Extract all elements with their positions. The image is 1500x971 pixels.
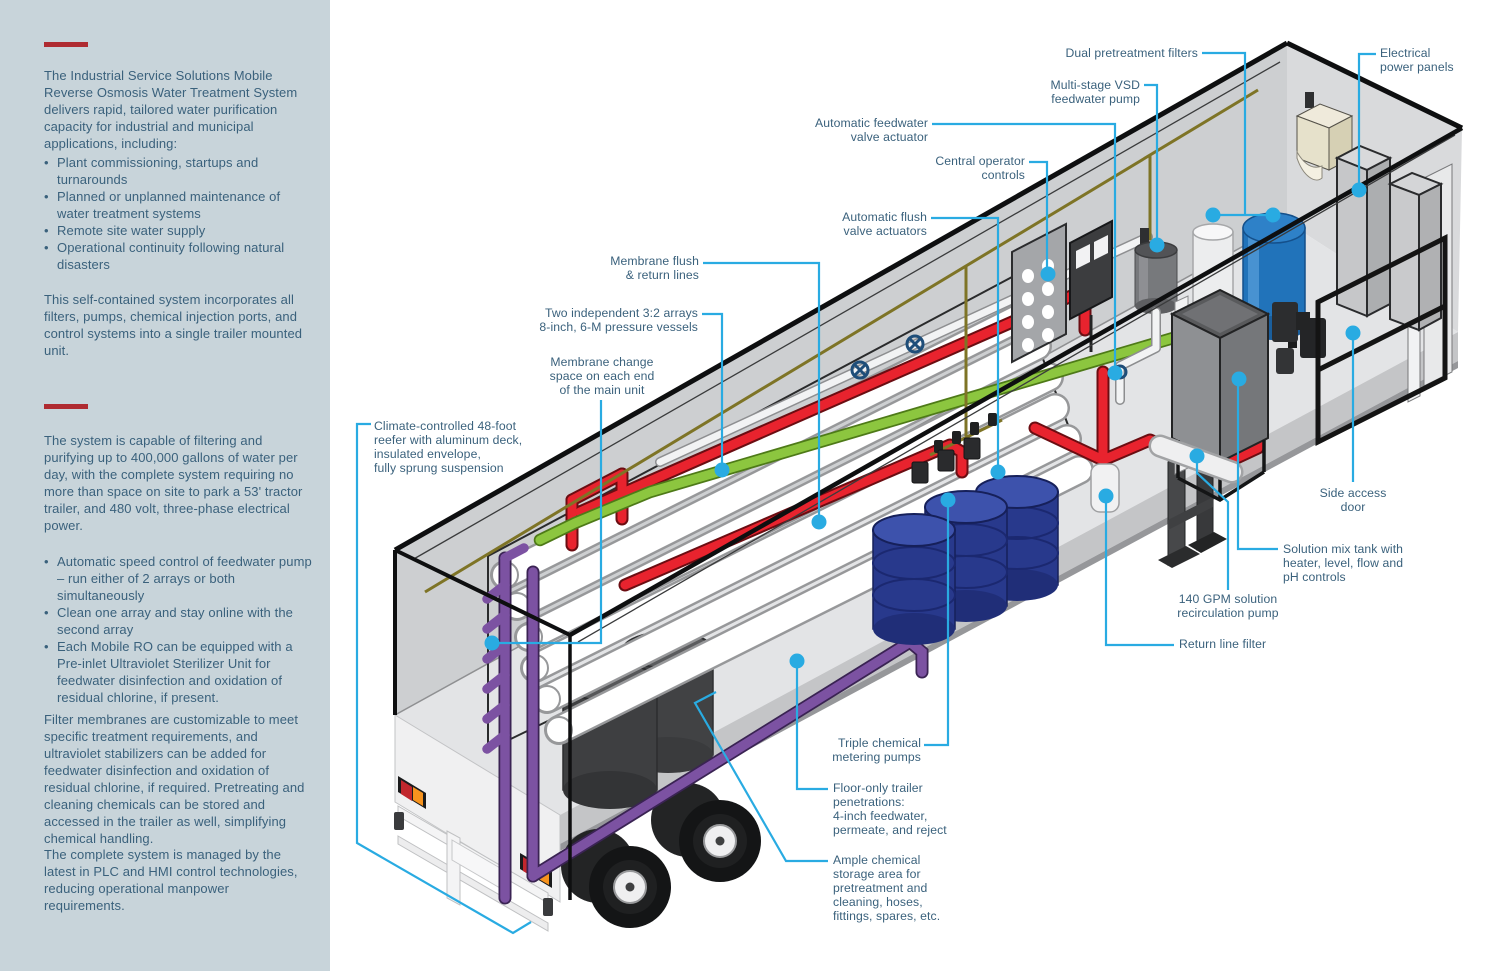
callout-dot (1231, 371, 1247, 387)
list-item: •Each Mobile RO can be equipped with a P… (44, 639, 293, 705)
callout-label-climate-controlled-reefer: Climate-controlled 48-foot reefer with a… (374, 419, 523, 475)
leader-feedwater-valve (932, 122, 1117, 371)
callout-dot (789, 653, 805, 669)
leader-140gpm (1195, 460, 1230, 590)
callout-label-two-arrays: Two independent 3:2 arrays 8-inch, 6-M p… (539, 306, 698, 334)
roof-frame (393, 40, 1464, 900)
callout-label-automatic-flush-valves: Automatic flush valve actuators (842, 210, 927, 238)
leader-ample-storage (693, 691, 828, 863)
callout-dot (940, 492, 956, 508)
callout-label-dual-pretreatment-filters: Dual pretreatment filters (1065, 46, 1198, 60)
conduit-frame (1315, 233, 1448, 447)
callout-label-central-operator-controls: Central operator controls (935, 154, 1025, 182)
callout-label-triple-chemical-pumps: Triple chemical metering pumps (832, 736, 921, 764)
leader-solution-mix (1236, 383, 1278, 551)
callout-dot (1040, 266, 1056, 282)
leader-central-operator (1029, 160, 1049, 272)
list-item: •Remote site water supply (44, 223, 206, 238)
callout-dot (1345, 325, 1361, 341)
bullet-list-applications: •Plant commissioning, startups and turna… (44, 154, 312, 273)
callout-dot (484, 635, 500, 651)
solution-mix-tank (1169, 288, 1271, 503)
callout-label-solution-mix-tank: Solution mix tank with heater, level, fl… (1283, 542, 1404, 584)
leader-multi-stage-vsd (1144, 83, 1159, 243)
list-item: •Automatic speed control of feedwater pu… (44, 554, 312, 603)
callout-dot (1098, 488, 1114, 504)
callout-label-electrical-power-panels: Electrical power panels (1380, 46, 1454, 74)
paragraph-capacity: The system is capable of filtering and p… (44, 433, 303, 533)
operator-control-panel (1011, 222, 1067, 364)
leader-floor-only (795, 665, 828, 791)
callout-label-multi-stage-vsd: Multi-stage VSD feedwater pump (1050, 78, 1140, 106)
chemical-drums-blue (872, 475, 1059, 645)
callout-label-membrane-change-space: Membrane change space on each end of the… (549, 355, 655, 397)
front-equipment (1011, 92, 1453, 513)
callout-dots (484, 182, 1367, 669)
leader-triple-chemical (924, 504, 950, 747)
trailer-wheels (561, 783, 761, 928)
paragraph-plc-hmi: The complete system is managed by the la… (44, 847, 298, 913)
callout-dot (811, 514, 827, 530)
callout-label-floor-only-penetrations: Floor-only trailer penetrations: 4-inch … (833, 781, 947, 837)
callout-dot (714, 462, 730, 478)
callout-label-ample-chemical-storage: Ample chemical storage area for pretreat… (833, 853, 941, 923)
list-item: •Plant commissioning, startups and turna… (44, 155, 259, 187)
leader-membrane-change (497, 400, 603, 645)
intro-paragraph: The Industrial Service Solutions Mobile … (44, 68, 298, 151)
leader-climate-bracket (355, 422, 532, 935)
leader-dual-pretreatment (1202, 51, 1247, 215)
accent-bar (44, 404, 88, 409)
purple-manifold-piping (482, 543, 929, 905)
leader-membrane-flush (703, 261, 821, 520)
accent-bar (44, 42, 88, 47)
leader-return-filter (1104, 500, 1174, 647)
leader-two-arrays (702, 312, 724, 468)
leader-electrical-panels (1357, 52, 1376, 188)
callout-label-return-line-filter: Return line filter (1179, 637, 1267, 651)
callout-dot (1265, 207, 1281, 223)
paragraph-membranes: Filter membranes are customizable to mee… (44, 712, 305, 846)
callout-dot (1107, 365, 1123, 381)
list-item: •Operational continuity following natura… (44, 240, 285, 272)
metering-pumps (911, 437, 981, 484)
callout-leader-lines (355, 51, 1376, 935)
list-item: •Clean one array and stay online with th… (44, 605, 293, 637)
callout-dot (1149, 237, 1165, 253)
wall-junction-box (1296, 312, 1310, 330)
callout-label-140gpm-pump: 140 GPM solution recirculation pump (1177, 592, 1279, 620)
valve-wheel-icon (850, 334, 925, 380)
callout-label-membrane-flush: Membrane flush & return lines (610, 254, 699, 282)
control-box (1069, 219, 1113, 352)
callout-label-side-access-door: Side access door (1319, 486, 1387, 514)
callout-dot (990, 464, 1006, 480)
bullet-list-features: •Automatic speed control of feedwater pu… (44, 553, 312, 706)
leader-flush-actuators (931, 216, 1000, 470)
sidebar: The Industrial Service Solutions Mobile … (0, 0, 330, 971)
callout-dot (1189, 448, 1205, 464)
callout-label-automatic-feedwater-valve: Automatic feedwater valve actuator (815, 116, 928, 144)
list-item: •Planned or unplanned maintenance of wat… (44, 189, 281, 221)
callout-dot (1351, 182, 1367, 198)
paragraph-self-contained: This self-contained system incorporates … (44, 292, 303, 358)
callout-dot (1205, 207, 1221, 223)
